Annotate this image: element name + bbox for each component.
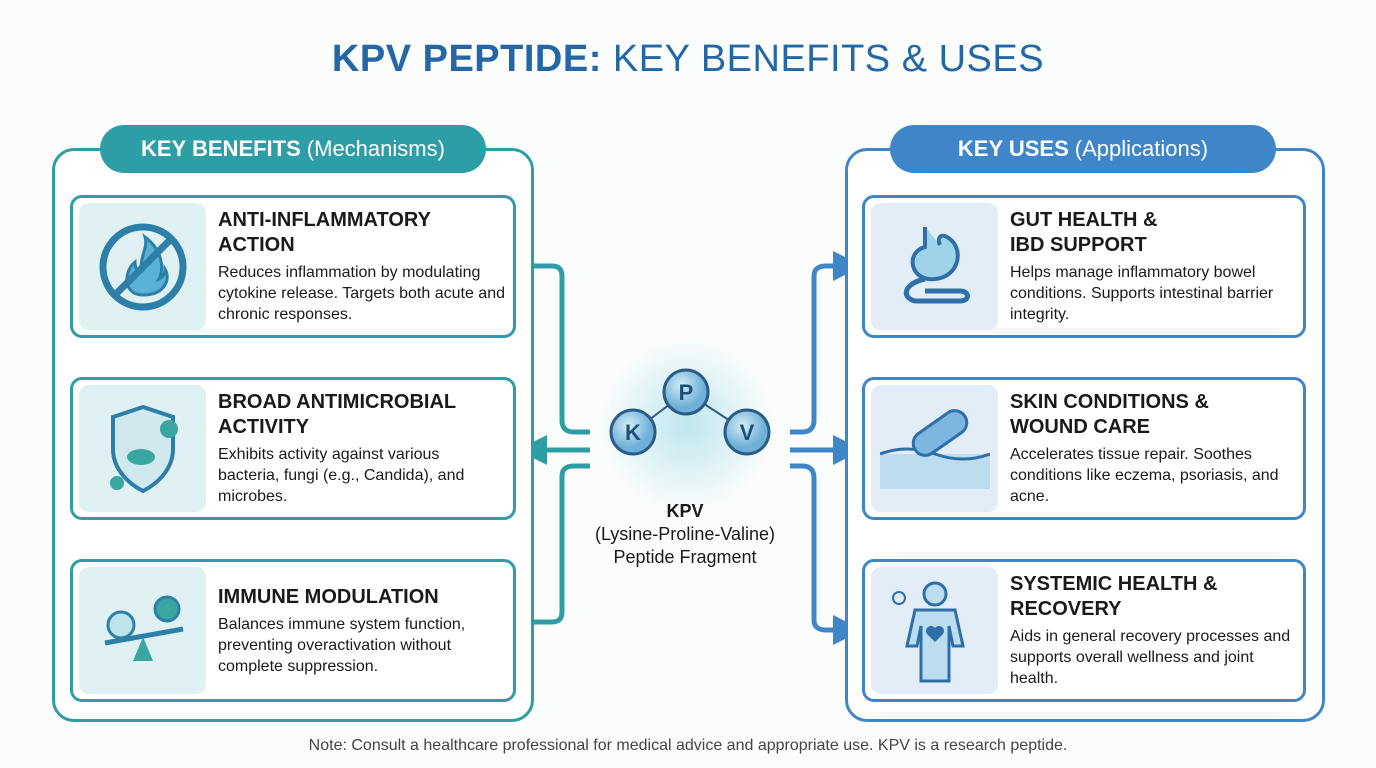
header-rest: (Mechanisms) [306,136,445,161]
card-title: IMMUNE MODULATION [218,585,439,608]
kpv-subtitle: Peptide Fragment [613,547,757,567]
disclaimer-note: Note: Consult a healthcare professional … [308,737,1068,754]
no-fire-icon [79,203,206,330]
bandage-skin-icon [871,385,998,512]
balance-scale-icon [79,567,206,694]
kpv-molecule: K P V [599,340,775,513]
atom-v: V [723,408,771,456]
card-gut-health: GUT HEALTH & IBD SUPPORT Helps manage inf… [862,195,1306,338]
card-description: Exhibits activity against various bacter… [218,446,465,505]
card-systemic-health: SYSTEMIC HEALTH & RECOVERY Aids in genera… [862,559,1306,702]
atom-p: P [662,368,710,416]
card-skin-wound: SKIN CONDITIONS & WOUND CARE Accelerates … [862,377,1306,520]
human-body-icon [871,567,998,694]
kpv-full-name: (Lysine-Proline-Valine) [594,524,776,544]
connector-line [515,463,590,625]
arrow-to-systemic [790,463,863,645]
page-title: KPV PEPTIDE: KEY BENEFITS & USES [0,38,1376,81]
kpv-name: KPV [666,501,704,521]
atom-label: V [740,420,755,445]
card-description: Balances immune system function, prevent… [218,615,466,675]
header-bold: KEY BENEFITS [141,136,301,161]
card-antimicrobial: BROAD ANTIMICROBIAL ACTIVITY Exhibits act… [70,377,516,520]
atom-k: K [609,408,657,456]
card-title: BROAD ANTIMICROBIAL ACTIVITY [218,391,457,438]
uses-header: KEY USES(Applications) [890,125,1276,173]
card-title: SYSTEMIC HEALTH & RECOVERY [1010,573,1218,620]
arrow-to-gut [790,251,863,435]
benefits-header: KEY BENEFITS(Mechanisms) [100,125,486,173]
card-title: GUT HEALTH & IBD SUPPORT [1010,209,1158,256]
header-rest: (Applications) [1074,136,1209,161]
kpv-label: KPV (Lysine-Proline-Valine) Peptide Frag… [560,500,810,569]
title-rest: KEY BENEFITS & USES [612,38,1045,80]
shield-microbe-icon [79,385,206,512]
atom-label: K [625,420,641,445]
card-description: Reduces inflammation by modulating cytok… [218,264,505,323]
card-description: Accelerates tissue repair. Soothes condi… [1010,446,1279,505]
card-title: SKIN CONDITIONS & WOUND CARE [1010,391,1209,438]
card-description: Aids in general recovery processes and s… [1010,628,1291,687]
title-bold: KPV PEPTIDE: [331,38,602,80]
connector-line [515,263,590,435]
stomach-icon [871,203,998,330]
header-bold: KEY USES [957,136,1069,161]
card-description: Helps manage inflammatory bowel conditio… [1010,264,1274,323]
card-title: ANTI-INFLAMMATORY ACTION [218,209,431,256]
atom-label: P [679,380,694,405]
card-anti-inflammatory: ANTI-INFLAMMATORY ACTION Reduces inflamma… [70,195,516,338]
card-immune-modulation: IMMUNE MODULATION Balances immune system … [70,559,516,702]
